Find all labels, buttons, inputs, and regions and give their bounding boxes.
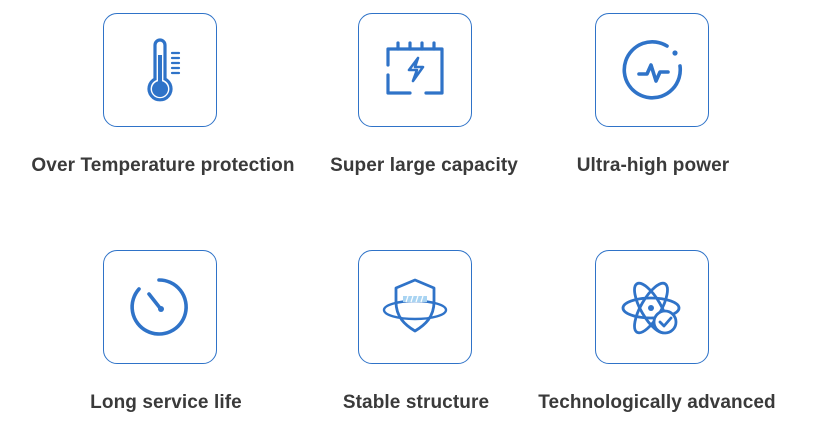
icon-box bbox=[595, 250, 709, 364]
feature-label: Super large capacity bbox=[330, 155, 518, 176]
feature-label: Stable structure bbox=[342, 392, 490, 413]
icon-box bbox=[595, 13, 709, 127]
feature-large-capacity: Super large capacity bbox=[284, 13, 564, 203]
feature-label: Technologically advanced bbox=[538, 392, 776, 413]
shield-orbit-icon bbox=[382, 278, 448, 333]
feature-long-service-life: Long service life bbox=[26, 250, 306, 440]
feature-technologically-advanced: Technologically advanced bbox=[517, 250, 797, 440]
thermometer-icon bbox=[147, 38, 181, 102]
feature-stable-structure: Stable structure bbox=[276, 250, 556, 440]
icon-box bbox=[103, 13, 217, 127]
feature-label: Over Temperature protection bbox=[31, 155, 295, 176]
feature-over-temperature: Over Temperature protection bbox=[23, 13, 303, 203]
atom-check-icon bbox=[621, 281, 681, 335]
pulse-circle-icon bbox=[622, 40, 683, 100]
battery-bolt-icon bbox=[386, 41, 444, 95]
feature-label: Ultra-high power bbox=[576, 155, 730, 176]
feature-ultra-high-power: Ultra-high power bbox=[513, 13, 793, 203]
icon-box bbox=[358, 13, 472, 127]
icon-box bbox=[103, 250, 217, 364]
icon-box bbox=[358, 250, 472, 364]
feature-label: Long service life bbox=[90, 392, 242, 413]
timer-icon bbox=[130, 278, 188, 336]
